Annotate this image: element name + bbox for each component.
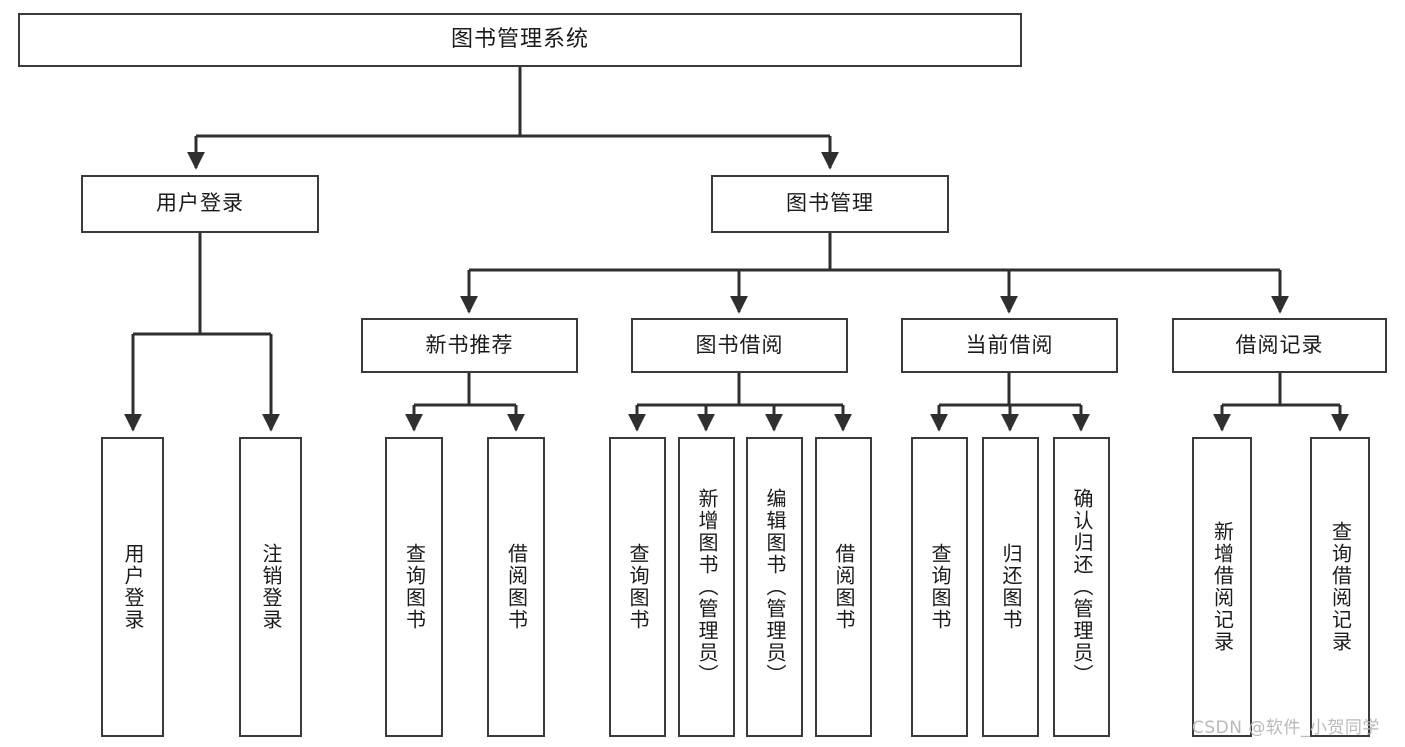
leaf-label: 查询图书: [626, 543, 650, 631]
node-leaf-user-login[interactable]: 用户登录: [101, 437, 164, 737]
node-leaf-borrow-book-recommend[interactable]: 借阅图书: [487, 437, 545, 737]
leaf-label: 确认归还（管理员）: [1070, 488, 1094, 686]
node-leaf-query-book-borrow[interactable]: 查询图书: [609, 437, 666, 737]
node-user-login[interactable]: 用户登录: [81, 175, 319, 233]
csdn-watermark: CSDN @软件_小贺同学: [1192, 718, 1380, 738]
node-root[interactable]: 图书管理系统: [18, 13, 1022, 67]
leaf-label: 借阅图书: [504, 543, 529, 631]
leaf-label: 新增借阅记录: [1210, 521, 1235, 653]
leaf-label: 归还图书: [999, 543, 1023, 631]
leaf-label: 查询图书: [928, 543, 952, 631]
node-new-book-recommend[interactable]: 新书推荐: [361, 318, 578, 373]
node-current-borrow[interactable]: 当前借阅: [901, 318, 1118, 373]
node-borrow-record[interactable]: 借阅记录: [1172, 318, 1387, 373]
node-leaf-add-borrow-record[interactable]: 新增借阅记录: [1192, 437, 1252, 737]
leaf-label: 借阅图书: [832, 543, 856, 631]
node-leaf-confirm-return-admin[interactable]: 确认归还（管理员）: [1053, 437, 1110, 737]
node-leaf-query-book-current[interactable]: 查询图书: [911, 437, 968, 737]
leaf-label: 查询图书: [402, 543, 427, 631]
node-leaf-edit-book-admin[interactable]: 编辑图书（管理员）: [746, 437, 803, 737]
leaf-label: 新增图书（管理员）: [695, 488, 719, 686]
node-book-manage[interactable]: 图书管理: [711, 175, 949, 233]
node-book-borrow[interactable]: 图书借阅: [631, 318, 848, 373]
node-leaf-query-borrow-record[interactable]: 查询借阅记录: [1310, 437, 1370, 737]
node-leaf-query-book-recommend[interactable]: 查询图书: [385, 437, 443, 737]
node-leaf-add-book-admin[interactable]: 新增图书（管理员）: [678, 437, 735, 737]
leaf-label: 编辑图书（管理员）: [763, 488, 787, 686]
leaf-label: 注销登录: [259, 543, 283, 631]
leaf-label: 用户登录: [121, 543, 145, 631]
node-leaf-borrow-book[interactable]: 借阅图书: [815, 437, 872, 737]
leaf-label: 查询借阅记录: [1328, 521, 1353, 653]
node-leaf-return-book[interactable]: 归还图书: [982, 437, 1039, 737]
node-leaf-user-logout[interactable]: 注销登录: [239, 437, 302, 737]
